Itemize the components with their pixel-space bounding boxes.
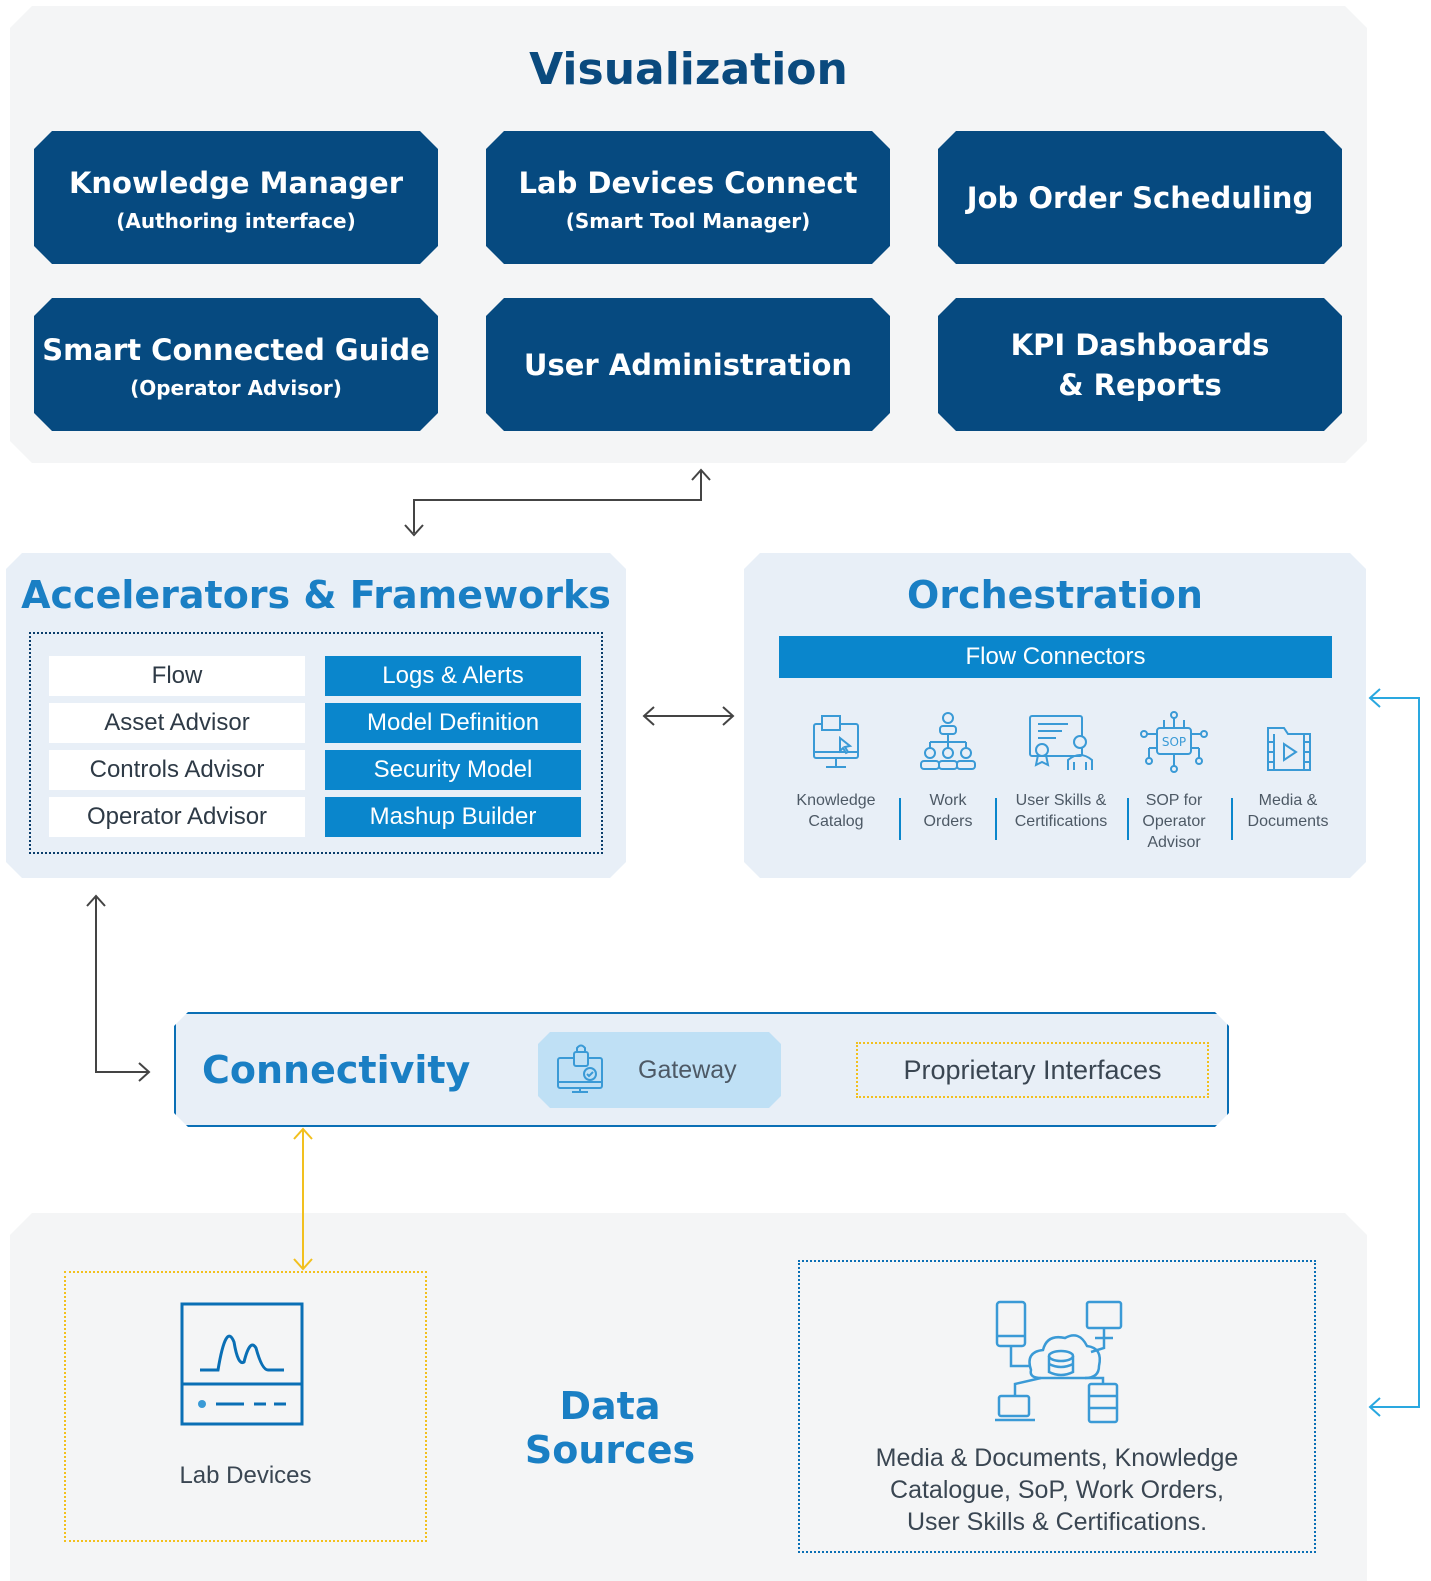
accelerator-item-flow[interactable]: Flow [49,656,305,696]
module-job-order-scheduling[interactable]: Job Order Scheduling [938,131,1342,264]
framework-item-logs-alerts[interactable]: Logs & Alerts [325,656,581,696]
svg-text:SOP: SOP [1162,735,1186,749]
proprietary-interfaces-box[interactable]: Proprietary Interfaces [856,1042,1209,1098]
cloud-database-network-icon [995,1300,1123,1424]
data-sources-title: Data Sources [524,1384,696,1472]
module-subtitle: (Smart Tool Manager) [565,208,811,233]
orch-divider [1231,798,1233,840]
flow-connectors-bar[interactable]: Flow Connectors [779,636,1332,678]
module-subtitle: (Operator Advisor) [130,375,342,400]
orch-item-sop[interactable]: SOP SOP for Operator Advisor [1118,710,1230,853]
module-user-administration[interactable]: User Administration [486,298,890,431]
lab-devices-box[interactable] [64,1271,427,1542]
accelerators-title: Accelerators & Frameworks [21,573,611,617]
orch-item-knowledge-catalog[interactable]: Knowledge Catalog [780,710,892,832]
repository-box[interactable] [798,1260,1316,1553]
media-folder-icon [1267,727,1311,771]
gateway-lock-monitor-icon [552,1042,608,1098]
org-chart-icon [920,712,976,770]
module-name: Knowledge Manager [68,165,404,200]
orch-divider [1127,798,1129,840]
gateway-box[interactable]: Gateway [538,1032,781,1108]
visualization-title: Visualization [529,44,848,95]
module-name: Smart Connected Guide [42,332,430,367]
orch-item-label: SOP for Operator Advisor [1142,792,1206,851]
data-sources-panel [10,1213,1367,1581]
monitor-cursor-icon [813,715,859,768]
module-name: User Administration [523,347,853,382]
gateway-label: Gateway [638,1055,737,1084]
accelerators-dotted-frame [29,632,603,854]
module-name: Lab Devices Connect [518,165,858,200]
accelerator-item-operator-advisor[interactable]: Operator Advisor [49,797,305,837]
module-smart-connected-guide[interactable]: Smart Connected Guide (Operator Advisor) [34,298,438,431]
orch-item-label: User Skills & Certifications [1014,792,1108,830]
module-knowledge-manager[interactable]: Knowledge Manager (Authoring interface) [34,131,438,264]
framework-item-mashup-builder[interactable]: Mashup Builder [325,797,581,837]
accelerator-item-controls-advisor[interactable]: Controls Advisor [49,750,305,790]
orch-item-label: Work Orders [923,792,973,830]
accelerator-item-asset-advisor[interactable]: Asset Advisor [49,703,305,743]
orch-item-label: Media & Documents [1247,792,1329,830]
orch-divider [995,798,997,840]
repository-description: Media & Documents, Knowledge Catalogue, … [875,1444,1239,1536]
orch-divider [899,798,901,840]
orch-item-work-orders[interactable]: Work Orders [892,710,1004,832]
lab-device-icon [180,1302,304,1426]
sop-chip-icon: SOP [1140,711,1208,773]
module-lab-devices-connect[interactable]: Lab Devices Connect (Smart Tool Manager) [486,131,890,264]
orch-item-media-documents[interactable]: Media & Documents [1232,710,1344,832]
orch-item-user-skills[interactable]: User Skills & Certifications [1005,710,1117,832]
framework-item-model-definition[interactable]: Model Definition [325,703,581,743]
orchestration-title: Orchestration [907,573,1203,617]
framework-item-security-model[interactable]: Security Model [325,750,581,790]
module-subtitle: (Authoring interface) [116,208,356,233]
certificate-icon [1029,715,1093,770]
lab-devices-label: Lab Devices [179,1462,312,1489]
module-name: KPI Dashboards & Reports [1010,327,1270,402]
module-name: Job Order Scheduling [966,180,1314,215]
orch-item-label: Knowledge Catalog [796,792,876,830]
connectivity-title: Connectivity [202,1048,471,1092]
module-kpi-dashboards[interactable]: KPI Dashboards & Reports [938,298,1342,431]
